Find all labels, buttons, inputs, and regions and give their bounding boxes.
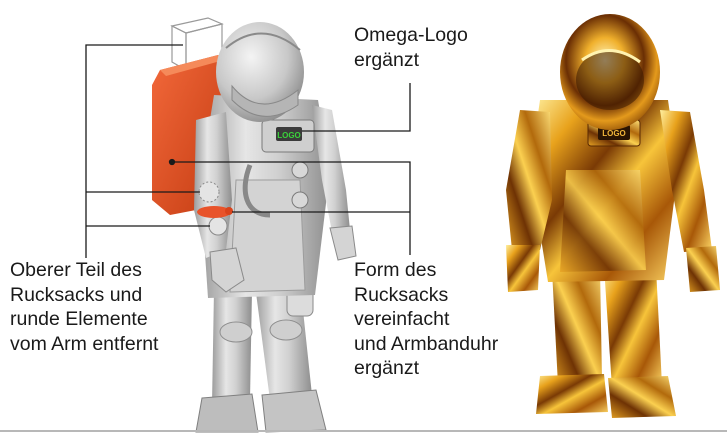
annotation-omega-logo: Omega-Logo ergänzt [354,23,468,72]
annotation-line: Rucksacks [354,283,498,308]
annotation-line: Rucksacks und [10,283,158,308]
annotation-backpack-top-removed: Oberer Teil des Rucksacks und runde Elem… [10,258,162,356]
annotation-line: und Armbanduhr [354,332,498,357]
annotation-line: runde Elemente [10,307,158,332]
annotation-backpack-shape-simplified: Form des Rucksacks vereinfacht und Armba… [354,258,502,381]
annotation-line: Omega-Logo [354,23,468,48]
chest-logo-text: LOGO [277,131,301,140]
annotation-line: vom Arm entfernt [10,332,158,357]
gold-astronaut-figure: LOGO [506,14,720,418]
gold-chest-logo-text: LOGO [602,129,626,138]
annotation-line: vereinfacht [354,307,498,332]
annotation-line: ergänzt [354,356,498,381]
annotation-line: ergänzt [354,48,468,73]
annotation-line: Oberer Teil des [10,258,158,283]
ground-line [0,430,727,432]
silver-astronaut-figure: LOGO [152,18,356,432]
annotation-line: Form des [354,258,498,283]
